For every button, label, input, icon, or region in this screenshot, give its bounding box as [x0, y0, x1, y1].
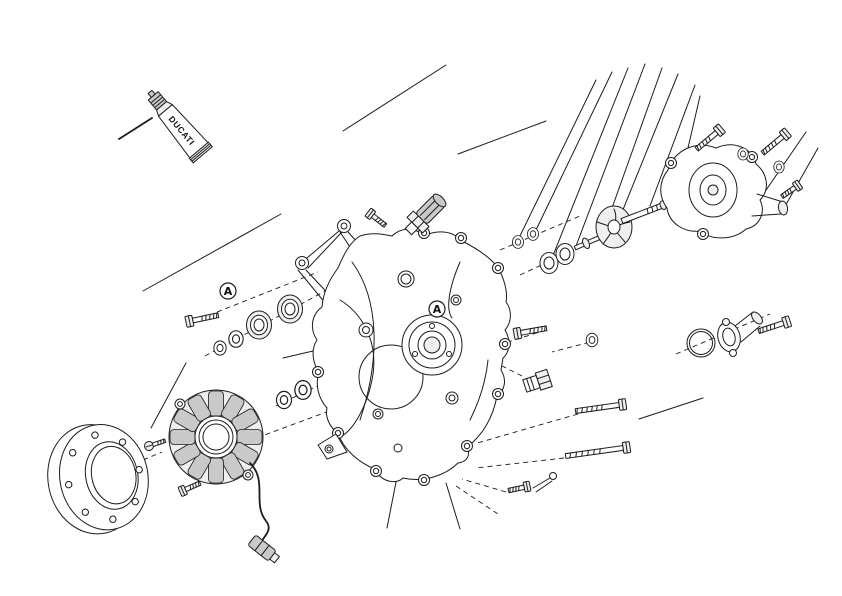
- bearing-housing: [401, 314, 463, 376]
- pump-washer-top-1: [737, 147, 749, 161]
- flywheel-screw: [142, 435, 168, 453]
- long-bolt-2: [564, 441, 632, 462]
- water-pump-cover: [660, 144, 789, 240]
- water-union: [717, 311, 763, 357]
- flywheel-rotor: [47, 424, 149, 535]
- washer-mid-2: [294, 380, 312, 400]
- hex-bolt-left: [184, 309, 220, 328]
- mid-bolt: [512, 322, 548, 340]
- seal-ring-2: [555, 243, 575, 265]
- bearing-2: [277, 294, 303, 324]
- cable-connector: [248, 535, 280, 564]
- top-screw: [364, 207, 389, 230]
- cotter-pin: [532, 472, 557, 493]
- washer-small-1: [213, 340, 227, 356]
- right-screw: [778, 179, 804, 202]
- stator-screw: [177, 477, 203, 498]
- pump-shaft-impeller: [573, 200, 667, 251]
- washer-mid-1: [275, 390, 293, 410]
- bottom-screw: [506, 480, 532, 496]
- svg-text:A: A: [224, 285, 233, 298]
- breather-union: [404, 193, 447, 236]
- stator-cable: [249, 462, 270, 546]
- pump-washer-top-2: [773, 160, 785, 174]
- tube-pointer-line: [118, 117, 153, 140]
- washer-small-2: [228, 330, 244, 348]
- pump-washer-1: [512, 235, 524, 249]
- seal-ring-1: [539, 252, 559, 274]
- hex-plug: [522, 368, 553, 393]
- svg-text:A: A: [433, 303, 442, 316]
- mid-washer: [585, 332, 599, 348]
- pump-washer-2: [527, 227, 539, 241]
- callout-a-left: A: [219, 282, 237, 300]
- stator: [168, 389, 270, 546]
- bearing-1: [246, 310, 272, 340]
- long-bolt-1: [574, 398, 628, 418]
- generator-cover: A: [295, 219, 511, 486]
- sealant-tube: DUCATI: [147, 89, 213, 164]
- callout-a-cover: A: [428, 300, 446, 318]
- pump-bolt-2: [758, 127, 793, 158]
- o-ring: [686, 328, 716, 358]
